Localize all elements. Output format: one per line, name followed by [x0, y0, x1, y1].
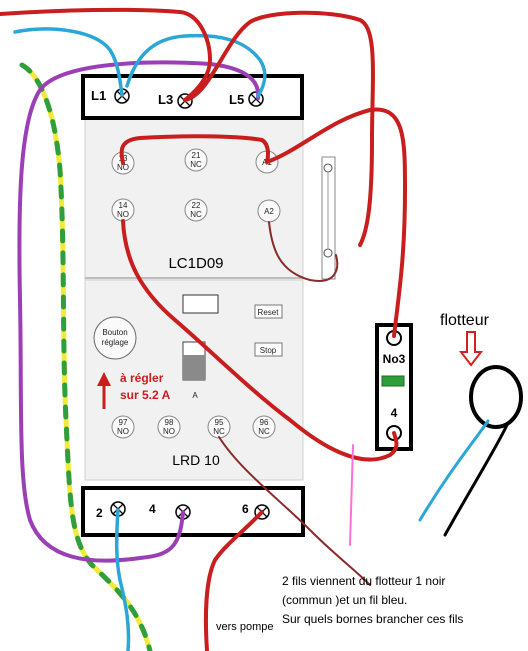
svg-text:14: 14 [119, 201, 128, 210]
adjust-arrow-icon [97, 372, 111, 409]
note-line1: 2 fils viennent du flotteur 1 noir [282, 574, 445, 588]
wire-red-a1 [265, 107, 407, 338]
wire-pink [349, 444, 354, 546]
stop-button: Stop [254, 342, 283, 357]
svg-text:A2: A2 [264, 207, 274, 216]
adjust-note-line2: sur 5.2 A [120, 388, 171, 402]
float-label: flotteur [440, 312, 490, 329]
note-line3: Sur quels bornes brancher ces fils [282, 612, 463, 626]
svg-text:NC: NC [190, 160, 202, 169]
contact-a2: A2 [257, 199, 281, 223]
adjust-note-line1: à régler [120, 371, 164, 385]
terminal-label-6: 6 [242, 502, 249, 516]
wire-red-right [183, 10, 375, 247]
svg-text:NO: NO [163, 427, 175, 436]
pump-label: vers pompe [216, 621, 273, 633]
wire-blue-l1 [13, 27, 124, 97]
svg-text:96: 96 [260, 418, 269, 427]
svg-text:21: 21 [192, 151, 201, 160]
float-switch-terminal: No3 4 [375, 323, 413, 451]
contact-22-nc: 22 NC [184, 198, 208, 222]
note-line2: (commun )et un fil bleu. [282, 593, 407, 607]
terminal-label-4: 4 [149, 502, 156, 516]
float-ball [469, 365, 523, 429]
svg-text:98: 98 [165, 418, 174, 427]
svg-text:A: A [192, 391, 198, 400]
down-arrow-icon [458, 331, 484, 367]
wire-blue-bottom [114, 508, 131, 651]
svg-text:NO: NO [117, 427, 129, 436]
svg-text:NC: NC [190, 210, 202, 219]
svg-text:Stop: Stop [260, 346, 277, 355]
svg-text:95: 95 [215, 418, 224, 427]
float-switch-indicator [381, 375, 405, 387]
terminal-label-l1: L1 [91, 88, 106, 103]
wire-red-14 [121, 219, 399, 462]
contact-97-no: 97 NO [111, 415, 135, 439]
svg-text:NO: NO [117, 163, 129, 172]
svg-text:Reset: Reset [258, 308, 280, 317]
svg-text:NC: NC [213, 427, 225, 436]
wire-black-float [443, 423, 509, 537]
svg-text:réglage: réglage [102, 338, 129, 347]
wire-dark-red-a2 [268, 221, 339, 282]
svg-text:Bouton: Bouton [102, 328, 127, 337]
wire-dark-red-95 [218, 436, 371, 586]
wire-blue-float [418, 419, 490, 522]
terminal-label-l5: L5 [229, 92, 244, 107]
wire-red-loop [119, 134, 270, 165]
adjust-button: Bouton réglage [93, 316, 137, 360]
contact-98-no: 98 NO [157, 415, 181, 439]
contactor-model-label: LC1D09 [168, 255, 223, 272]
contact-14-no: 14 NO [111, 198, 135, 222]
svg-text:22: 22 [192, 201, 201, 210]
contact-21-nc: 21 NC [184, 148, 208, 172]
relay-window [182, 294, 219, 314]
float-terminal-bottom-label: 4 [391, 406, 398, 420]
terminal-label-2: 2 [96, 506, 103, 520]
wire-purple [17, 60, 261, 563]
svg-text:NO: NO [117, 210, 129, 219]
contact-96-nc: 96 NC [252, 415, 276, 439]
terminal-label-l3: L3 [158, 92, 173, 107]
current-dial: A [182, 341, 206, 400]
wire-red-top [0, 7, 212, 102]
contactor-body [84, 109, 304, 281]
reset-button: Reset [254, 304, 283, 319]
wire-blue-l3 [125, 33, 267, 98]
svg-text:NC: NC [258, 427, 270, 436]
bottom-terminal-block: 2 4 6 [81, 486, 305, 537]
coil-switch [321, 156, 336, 280]
float-terminal-top-label: No3 [383, 352, 406, 366]
wire-red-pump [203, 510, 264, 651]
contact-95-nc: 95 NC [207, 415, 231, 439]
wire-earth-green [19, 62, 153, 651]
svg-text:97: 97 [119, 418, 128, 427]
relay-model-label: LRD 10 [172, 452, 220, 468]
